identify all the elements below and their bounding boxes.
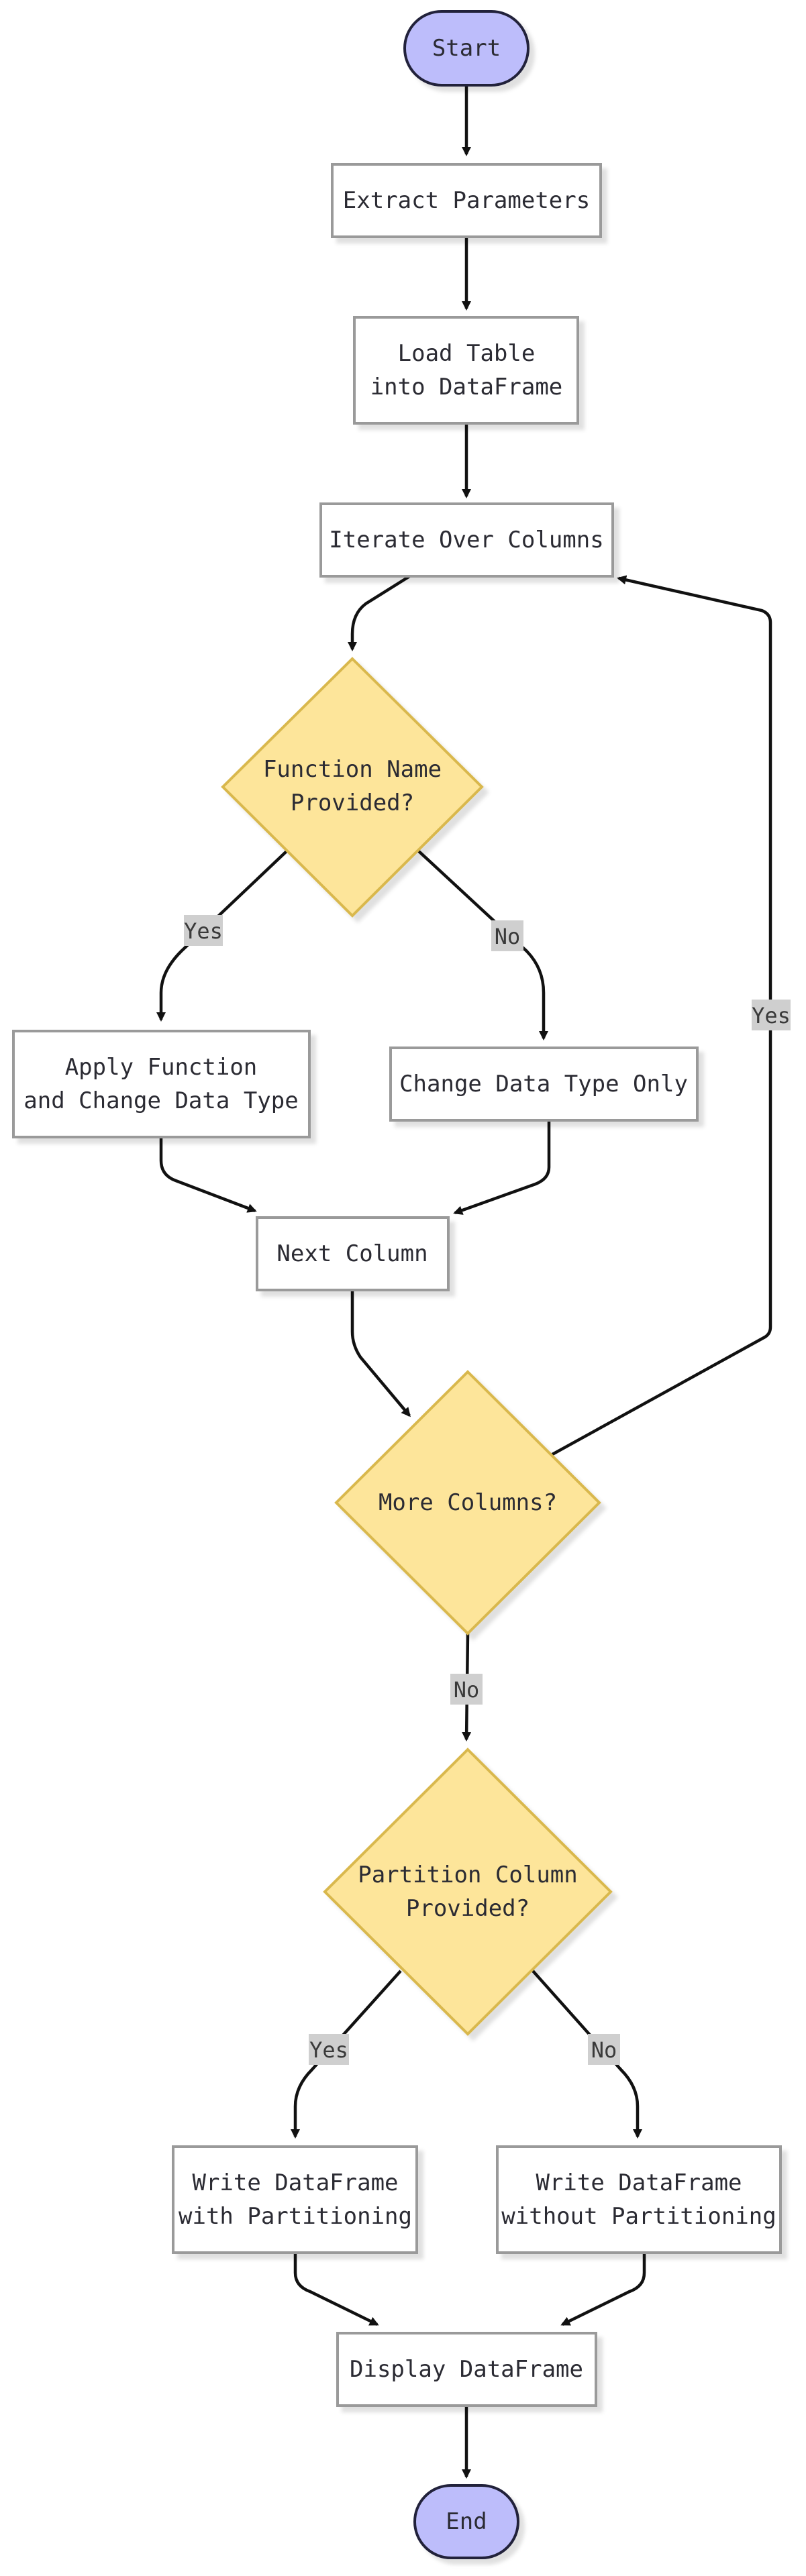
node-change-data-type: Change Data Type Only (389, 1046, 699, 1122)
edge-label-more-no: No (450, 1674, 483, 1705)
svg-text:No: No (454, 1677, 480, 1703)
edge-apply-next (159, 1137, 257, 1213)
svg-text:Yes: Yes (184, 918, 223, 944)
svg-text:Next Column: Next Column (276, 1240, 427, 1267)
edge-label-part-no: No (588, 2034, 620, 2065)
svg-text:Write DataFrame: Write DataFrame (192, 2169, 398, 2196)
edge-next-more (350, 1290, 411, 1417)
svg-text:Load Table: Load Table (398, 340, 536, 367)
svg-text:into DataFrame: into DataFrame (370, 374, 563, 400)
edge-partition-yes (291, 1970, 402, 2139)
svg-text:Yes: Yes (752, 1003, 791, 1028)
edge-label-func-no: No (491, 920, 523, 951)
svg-text:Change Data Type Only: Change Data Type Only (399, 1071, 688, 1097)
node-iterate-columns: Iterate Over Columns (319, 502, 614, 578)
svg-text:Start: Start (432, 35, 501, 62)
node-end: End (413, 2484, 519, 2559)
node-start: Start (403, 10, 530, 87)
node-more-columns-decision: More Columns? (334, 1370, 601, 1635)
node-next-column: Next Column (256, 1216, 450, 1291)
edge-labels: Yes No Yes No Yes No (184, 915, 791, 2065)
node-display-dataframe: Display DataFrame (336, 2332, 597, 2407)
edges (156, 86, 772, 2479)
svg-text:Provided?: Provided? (291, 790, 414, 816)
edge-label-func-yes: Yes (184, 915, 223, 946)
svg-text:Iterate Over Columns: Iterate Over Columns (329, 527, 603, 553)
node-function-name-decision: Function Name Provided? (221, 657, 484, 918)
edge-function-yes (156, 849, 289, 1022)
node-partition-decision: Partition Column Provided? (323, 1748, 613, 2036)
svg-text:Apply Function: Apply Function (65, 1054, 258, 1081)
svg-text:No: No (495, 924, 521, 949)
edge-more-yes-loop (551, 575, 772, 1456)
edge-writepart-display (293, 2253, 379, 2326)
node-write-with-partitioning: Write DataFrame with Partitioning (172, 2145, 418, 2254)
edge-partition-no (532, 1970, 642, 2139)
node-write-without-partitioning: Write DataFrame without Partitioning (496, 2145, 782, 2254)
svg-text:Yes: Yes (309, 2037, 348, 2063)
node-load-table: Load Table into DataFrame (353, 316, 579, 425)
svg-text:with Partitioning: with Partitioning (179, 2203, 412, 2230)
svg-text:End: End (446, 2508, 487, 2535)
edge-label-part-yes: Yes (309, 2034, 349, 2065)
svg-text:Display DataFrame: Display DataFrame (350, 2356, 583, 2383)
svg-text:Function Name: Function Name (263, 756, 442, 783)
svg-text:without Partitioning: without Partitioning (501, 2203, 776, 2230)
svg-text:Provided?: Provided? (406, 1895, 530, 1922)
node-extract-parameters: Extract Parameters (331, 163, 602, 238)
edge-function-no (417, 849, 548, 1040)
edge-label-more-yes: Yes (752, 1000, 791, 1030)
svg-text:No: No (591, 2037, 617, 2063)
node-apply-function: Apply Function and Change Data Type (12, 1030, 311, 1138)
edge-iterate-function (348, 574, 412, 651)
svg-text:More Columns?: More Columns? (379, 1489, 557, 1516)
svg-text:Partition Column: Partition Column (358, 1862, 578, 1888)
edge-change-next (453, 1120, 551, 1215)
svg-text:Write DataFrame: Write DataFrame (536, 2169, 742, 2196)
svg-text:and Change Data Type: and Change Data Type (23, 1087, 298, 1114)
svg-text:Extract Parameters: Extract Parameters (343, 187, 590, 214)
edge-writenopart-display (560, 2253, 646, 2326)
